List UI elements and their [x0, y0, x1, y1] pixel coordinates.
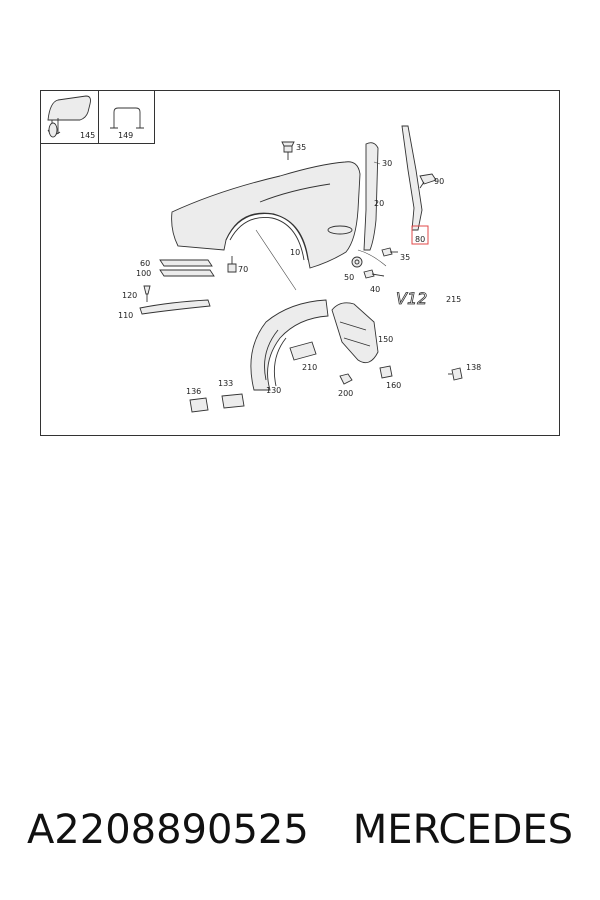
brand-name: MERCEDES	[352, 807, 574, 853]
nut-200-icon	[339, 373, 353, 385]
inset-label-145: 145	[80, 131, 95, 140]
label-200: 200	[338, 389, 353, 398]
parts-diagram: 145 149 35 30 20 90 80	[40, 90, 560, 436]
caption: A2208890525 MERCEDES	[0, 800, 600, 860]
screw-icon	[363, 269, 385, 279]
clip-136-icon	[189, 397, 209, 413]
rear-liner-part	[331, 302, 379, 364]
inset-label-149: 149	[118, 131, 133, 140]
label-150: 150	[378, 335, 393, 344]
label-110: 110	[118, 311, 133, 320]
label-136: 136	[186, 387, 201, 396]
label-130: 130	[266, 386, 281, 395]
wheel-liner-part	[250, 299, 329, 391]
nut-icon	[351, 256, 363, 268]
label-90: 90	[434, 177, 444, 186]
fender-part	[171, 161, 361, 269]
label-120: 120	[122, 291, 137, 300]
label-50: 50	[344, 273, 354, 282]
label-70: 70	[238, 265, 248, 274]
clip-icon	[110, 107, 144, 129]
seal-strip-icon	[47, 95, 91, 138]
clip-138-icon	[448, 367, 463, 381]
label-210: 210	[302, 363, 317, 372]
label-215: 215	[446, 295, 461, 304]
trim-strip-part	[159, 259, 215, 277]
v12-badge: V12	[396, 289, 428, 309]
part-number: A2208890525	[26, 807, 309, 853]
lower-trim-part	[139, 299, 211, 315]
label-138: 138	[466, 363, 481, 372]
pin-icon	[143, 285, 151, 302]
bolt-icon	[281, 141, 295, 160]
label-20: 20	[374, 199, 384, 208]
diagram-border	[40, 90, 560, 436]
clip-90-icon	[419, 173, 437, 189]
bolt-mid-icon	[381, 247, 398, 257]
label-30: 30	[382, 159, 392, 168]
label-80: 80	[415, 235, 425, 244]
clip-133-icon	[221, 393, 245, 409]
label-35-mid: 35	[400, 253, 410, 262]
label-40: 40	[370, 285, 380, 294]
label-60: 60	[140, 259, 150, 268]
label-10: 10	[290, 248, 300, 257]
bolt-70-icon	[227, 256, 237, 273]
svg-text:V12: V12	[396, 289, 427, 308]
bracket-210-part	[289, 341, 317, 361]
label-160: 160	[386, 381, 401, 390]
highlight-box-80	[411, 225, 429, 245]
label-35-top: 35	[296, 143, 306, 152]
inset-box: 145 149	[40, 90, 155, 144]
strip-part	[401, 125, 423, 231]
bracket-part	[363, 142, 379, 251]
label-100: 100	[136, 269, 151, 278]
clip-160-icon	[379, 365, 393, 379]
label-133: 133	[218, 379, 233, 388]
